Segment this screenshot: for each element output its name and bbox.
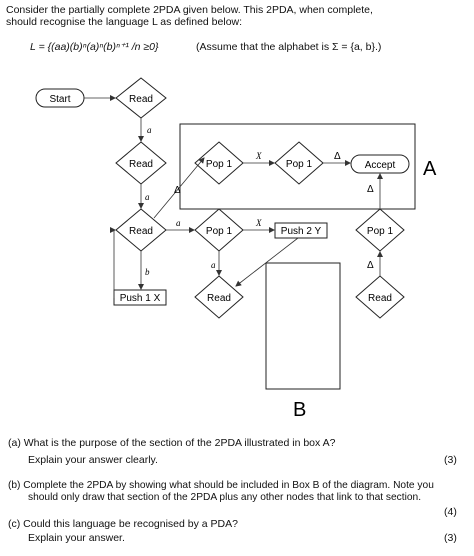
start-label: Start bbox=[49, 94, 70, 105]
read-node-5 bbox=[355, 275, 405, 319]
language-definition: L = {(aa)(b)ⁿ(a)ⁿ(b)ⁿ⁺¹ /n ≥0} bbox=[30, 41, 159, 53]
edge-label-x-1: X bbox=[255, 151, 262, 161]
edge-label-delta-4: Δ bbox=[367, 260, 374, 271]
box-b bbox=[265, 262, 341, 390]
question-a-sub: Explain your answer clearly. bbox=[28, 454, 158, 466]
question-c-marks: (3) bbox=[444, 532, 457, 544]
read-label-5: Read bbox=[368, 293, 392, 304]
question-a-marks: (3) bbox=[444, 454, 457, 466]
read-node-4 bbox=[194, 275, 244, 319]
accept-label: Accept bbox=[365, 160, 396, 171]
edge-label-a-3: a bbox=[176, 218, 181, 228]
box-a-label: A bbox=[423, 158, 437, 180]
edge-label-a-4: a bbox=[211, 260, 216, 270]
question-a: (a) What is the purpose of the section o… bbox=[8, 437, 336, 449]
pop-label-2: Pop 1 bbox=[286, 159, 313, 170]
edge-push2y-read4 bbox=[235, 237, 299, 287]
question-b-sub: should only draw that section of the 2PD… bbox=[28, 492, 422, 503]
read-label-1: Read bbox=[129, 94, 153, 105]
edge-label-b: b bbox=[145, 267, 150, 277]
intro-line-1: Consider the partially complete 2PDA giv… bbox=[6, 4, 373, 16]
pda-diagram: Start Read Read Read Push 1 X Pop 1 Pop … bbox=[35, 77, 437, 420]
question-c: (c) Could this language be recognised by… bbox=[8, 518, 238, 530]
question-b: (b) Complete the 2PDA by showing what sh… bbox=[8, 480, 434, 491]
edge-push1x-read3 bbox=[110, 227, 116, 298]
pop-label-3: Pop 1 bbox=[206, 226, 233, 237]
edge-label-delta-1: Δ bbox=[334, 151, 341, 162]
box-a bbox=[179, 123, 416, 210]
edge-label-a-1: a bbox=[147, 125, 152, 135]
pop-node-1 bbox=[194, 141, 244, 185]
intro-line-2: should recognise the language L as defin… bbox=[6, 16, 243, 28]
alphabet-note: (Assume that the alphabet is Σ = {a, b}.… bbox=[196, 41, 382, 53]
edge-label-delta-2: Δ bbox=[174, 185, 181, 196]
question-c-sub: Explain your answer. bbox=[28, 532, 125, 544]
edge-label-delta-3: Δ bbox=[367, 184, 374, 195]
box-b-label: B bbox=[293, 399, 306, 420]
read-label-2: Read bbox=[129, 159, 153, 170]
edge-label-x-2: X bbox=[255, 218, 262, 228]
pop-node-2 bbox=[274, 141, 324, 185]
edge-label-a-2: a bbox=[145, 192, 150, 202]
push-2y-node bbox=[274, 222, 328, 239]
edge-read3-pop1 bbox=[153, 157, 205, 219]
read-label-4: Read bbox=[207, 293, 231, 304]
push-1x-label: Push 1 X bbox=[120, 293, 161, 304]
push-2y-label: Push 2 Y bbox=[281, 226, 322, 237]
read-label-3: Read bbox=[129, 226, 153, 237]
question-b-marks: (4) bbox=[444, 506, 457, 518]
pop-label-4: Pop 1 bbox=[367, 226, 394, 237]
pop-label-1: Pop 1 bbox=[206, 159, 233, 170]
